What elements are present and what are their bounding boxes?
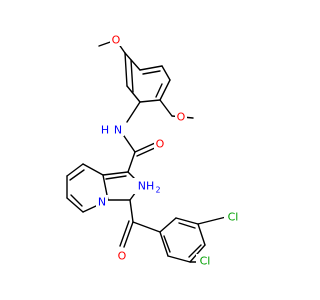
atom-cl-upper-label: Cl (228, 211, 239, 224)
bond (159, 99, 173, 117)
atom-nh2-label: NH (138, 180, 155, 193)
atom-nh2-subscript: 2 (155, 186, 160, 195)
bond (159, 79, 171, 101)
bond (66, 197, 84, 213)
atom-o-methoxy-top: O (110, 32, 122, 47)
bond (82, 163, 104, 176)
atom-nh-amide: N H (101, 122, 124, 137)
bond (189, 244, 206, 263)
bond (132, 221, 161, 233)
bond (70, 194, 83, 207)
bond (129, 199, 134, 223)
bond (197, 223, 206, 246)
bond (82, 205, 97, 213)
bond (142, 70, 161, 75)
bond (159, 217, 177, 233)
bond (188, 244, 202, 258)
atom-o-ketone-label: O (118, 250, 127, 263)
bond (134, 142, 156, 153)
bond (123, 221, 134, 248)
bond (124, 52, 128, 87)
atom-o-methoxy-lower-label: O (177, 111, 186, 124)
bond (124, 52, 141, 71)
atom-cl-lower: Cl (196, 254, 214, 268)
bond (102, 171, 129, 176)
bond (139, 65, 163, 71)
atom-o-methoxy-top-label: O (112, 34, 121, 47)
bond (123, 135, 136, 153)
bond (69, 169, 85, 181)
bond (126, 85, 141, 103)
bond (136, 146, 158, 157)
bond (163, 235, 171, 253)
bond (126, 101, 141, 123)
atom-o-methoxy-lower: O (175, 110, 187, 124)
bond (139, 99, 161, 103)
atom-o-ketone: O (116, 249, 128, 263)
atom-cl-lower-label: Cl (200, 255, 211, 268)
bond (130, 59, 134, 93)
bond (161, 65, 171, 81)
atom-nh-amide-h: H (101, 124, 109, 137)
atom-n-indolizine: N (96, 195, 108, 209)
atom-o-carbonyl-amide-label: O (156, 138, 165, 151)
bond (197, 216, 227, 225)
bond (175, 217, 199, 225)
bond (127, 151, 136, 173)
atom-cl-upper: Cl (224, 210, 242, 224)
bond (105, 175, 127, 180)
bond-layer (66, 39, 227, 263)
atom-nh2-amino: NH 2 (133, 178, 161, 195)
bond (178, 222, 196, 229)
atom-n-indolizine-label: N (98, 196, 106, 209)
molecular-structure: O O N H O NH 2 N O Cl Cl (66, 32, 242, 268)
bond (119, 220, 130, 247)
bond (66, 163, 84, 177)
bond (155, 83, 163, 98)
bond (167, 255, 191, 263)
atom-nh-amide-n: N (114, 124, 122, 137)
atom-o-carbonyl-amide: O (154, 137, 166, 151)
bond (159, 231, 169, 257)
